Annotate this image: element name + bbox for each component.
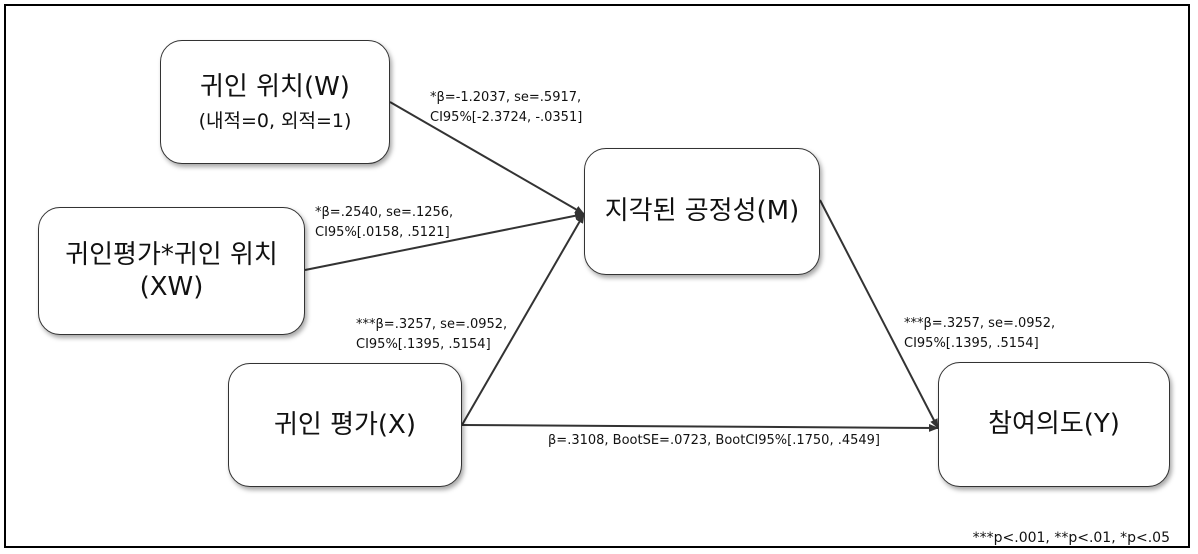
node-m-perceived-fairness: 지각된 공정성(M) (584, 148, 820, 275)
path-label-m-y: ***β=.3257, se=.0952, CI95%[.1395, .5154… (904, 314, 1055, 354)
path-label-xw-m-line2: CI95%[.0158, .5121] (315, 225, 450, 240)
arrow-xw-to-m (304, 211, 585, 271)
arrow-w-to-m (389, 101, 585, 215)
node-xw-interaction: 귀인평가*귀인 위치 (XW) (38, 207, 305, 335)
path-label-w-m-line1: *β=-1.2037, se=.5917, (430, 90, 582, 105)
diagram-frame (4, 4, 1190, 548)
path-label-w-m-line2: CI95%[-2.3724, -.0351] (430, 110, 583, 125)
node-m-title: 지각된 공정성(M) (604, 196, 800, 227)
arrow-m-to-y (819, 199, 939, 429)
node-y-title: 참여의도(Y) (988, 409, 1120, 440)
node-xw-subtitle: (XW) (139, 272, 204, 302)
path-label-xw-m: *β=.2540, se=.1256, CI95%[.0158, .5121] (315, 203, 453, 243)
node-y-participation-intention: 참여의도(Y) (938, 362, 1170, 487)
path-label-x-m-line2: CI95%[.1395, .5154] (356, 337, 491, 352)
node-x-title: 귀인 평가(X) (273, 409, 417, 440)
path-label-xw-m-line1: *β=.2540, se=.1256, (315, 205, 454, 220)
path-label-x-m-line1: ***β=.3257, se=.0952, (356, 317, 508, 332)
path-label-x-y: β=.3108, BootSE=.0723, BootCI95%[.1750, … (548, 431, 880, 451)
node-w-title: 귀인 위치(W) (200, 72, 350, 103)
node-x-attribution-evaluation: 귀인 평가(X) (228, 363, 462, 487)
arrow-x-to-m (461, 213, 585, 426)
path-label-m-y-line1: ***β=.3257, se=.0952, (904, 316, 1056, 331)
path-label-x-y-line1: β=.3108, BootSE=.0723, BootCI95%[.1750, … (548, 433, 881, 448)
path-label-x-m: ***β=.3257, se=.0952, CI95%[.1395, .5154… (356, 315, 507, 355)
path-label-w-m: *β=-1.2037, se=.5917, CI95%[-2.3724, -.0… (430, 88, 582, 128)
arrow-x-to-y (461, 423, 939, 432)
node-w-attribution-locus: 귀인 위치(W) (내적=0, 외적=1) (160, 40, 390, 164)
node-xw-title: 귀인평가*귀인 위치 (65, 239, 278, 270)
significance-footnote: ***p<.001, **p<.01, *p<.05 (972, 530, 1170, 546)
node-w-subtitle: (내적=0, 외적=1) (198, 109, 352, 132)
path-label-m-y-line2: CI95%[.1395, .5154] (904, 336, 1039, 351)
